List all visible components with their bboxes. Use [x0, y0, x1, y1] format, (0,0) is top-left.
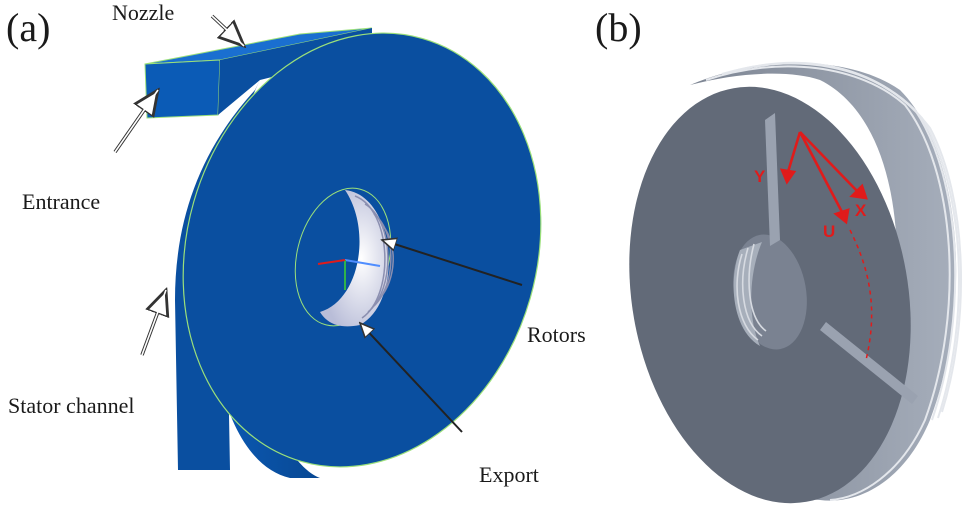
gray-disc-model — [629, 61, 963, 504]
callout-stator-channel: Stator channel — [8, 393, 135, 418]
callout-export: Export — [479, 462, 539, 487]
axis-x-label: X — [855, 201, 867, 220]
panel-b-label: (b) — [595, 5, 642, 50]
coordinate-triad — [317, 259, 381, 290]
axis-u-label: U — [823, 222, 836, 241]
callout-nozzle: Nozzle — [112, 0, 175, 25]
local-axes — [779, 131, 873, 361]
panel-a-label: (a) — [6, 5, 51, 50]
callout-arrows-a — [113, 14, 523, 433]
callout-rotors: Rotors — [527, 322, 586, 347]
axis-y-label: Y — [754, 167, 766, 186]
rim-grooves — [705, 61, 963, 501]
callout-entrance: Entrance — [22, 189, 101, 214]
inner-bore — [294, 187, 394, 327]
